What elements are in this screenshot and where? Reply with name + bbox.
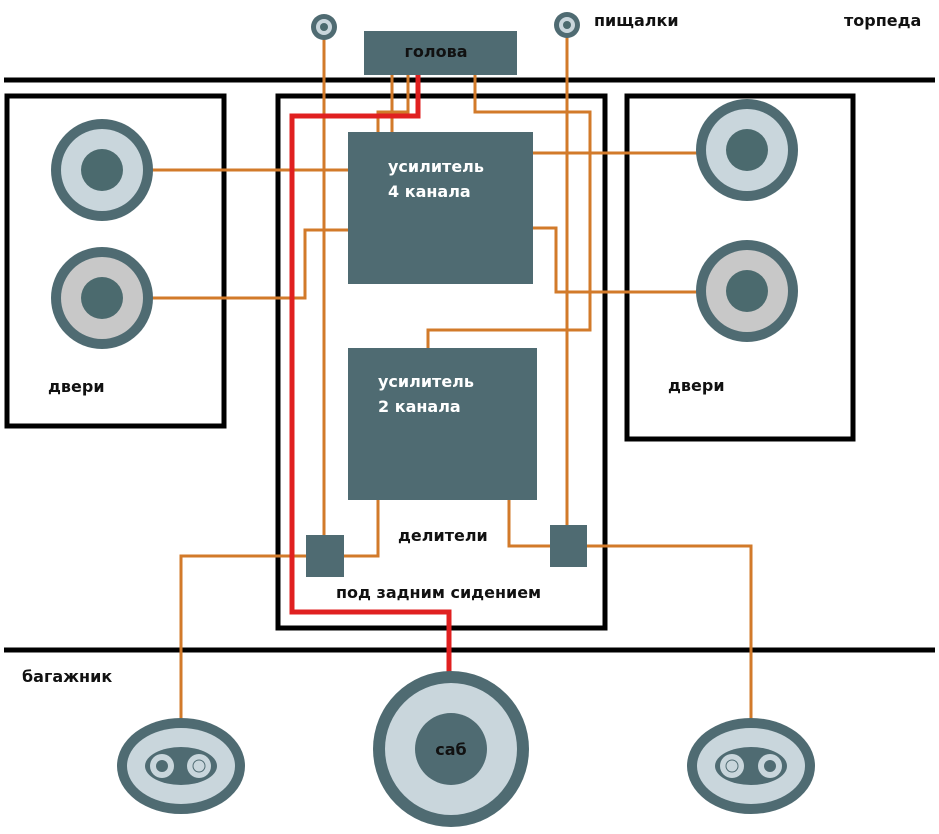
rear-left-oval-speaker (117, 718, 245, 814)
amplifier-4-channel (348, 132, 533, 284)
left-tweeter (311, 14, 337, 40)
wire-left-crossover-rear (179, 554, 306, 720)
left-crossover (306, 535, 344, 577)
left-door-speaker-top (51, 119, 153, 221)
tweeters-label: пищалки (594, 11, 679, 30)
right-door-speaker-top (696, 99, 798, 201)
power-wire-sub (289, 74, 452, 672)
amp2-label-line2: 2 канала (378, 397, 461, 416)
wire-amp2-left-crossover (344, 500, 380, 558)
left-doors-frame (4, 93, 227, 429)
crossovers-label: делители (398, 526, 488, 545)
amp4-label-line1: усилитель (388, 157, 484, 176)
wire-head-amp4-mid (376, 74, 410, 132)
signal-wires (152, 26, 753, 720)
right-door-speaker-bottom (696, 240, 798, 342)
amp4-label-line2: 4 канала (388, 182, 471, 201)
wire-head-amp2 (426, 74, 592, 348)
trunk-label: багажник (22, 667, 112, 686)
sub-label: саб (435, 740, 466, 759)
head-unit-label: голова (405, 42, 468, 61)
torpedo-label: торпеда (844, 11, 921, 30)
amp2-label-line1: усилитель (378, 372, 474, 391)
amplifier-2-channel (348, 348, 537, 500)
wire-right-crossover-rear (587, 544, 753, 720)
wire-amp4-left-bottom (152, 228, 348, 300)
rear-right-oval-speaker (687, 718, 815, 814)
right-crossover (550, 525, 587, 567)
right-tweeter (554, 12, 580, 38)
subwoofer (373, 671, 529, 827)
doors-right-label: двери (668, 376, 725, 395)
under-rear-seat-label: под задним сидением (336, 583, 541, 602)
right-doors-frame (624, 93, 856, 442)
doors-left-label: двери (48, 377, 105, 396)
left-door-speaker-bottom (51, 247, 153, 349)
head-unit (364, 31, 517, 75)
wire-amp2-right-crossover (507, 500, 550, 548)
under-seat-frame (275, 93, 608, 631)
wire-amp4-right-bottom (533, 226, 697, 294)
